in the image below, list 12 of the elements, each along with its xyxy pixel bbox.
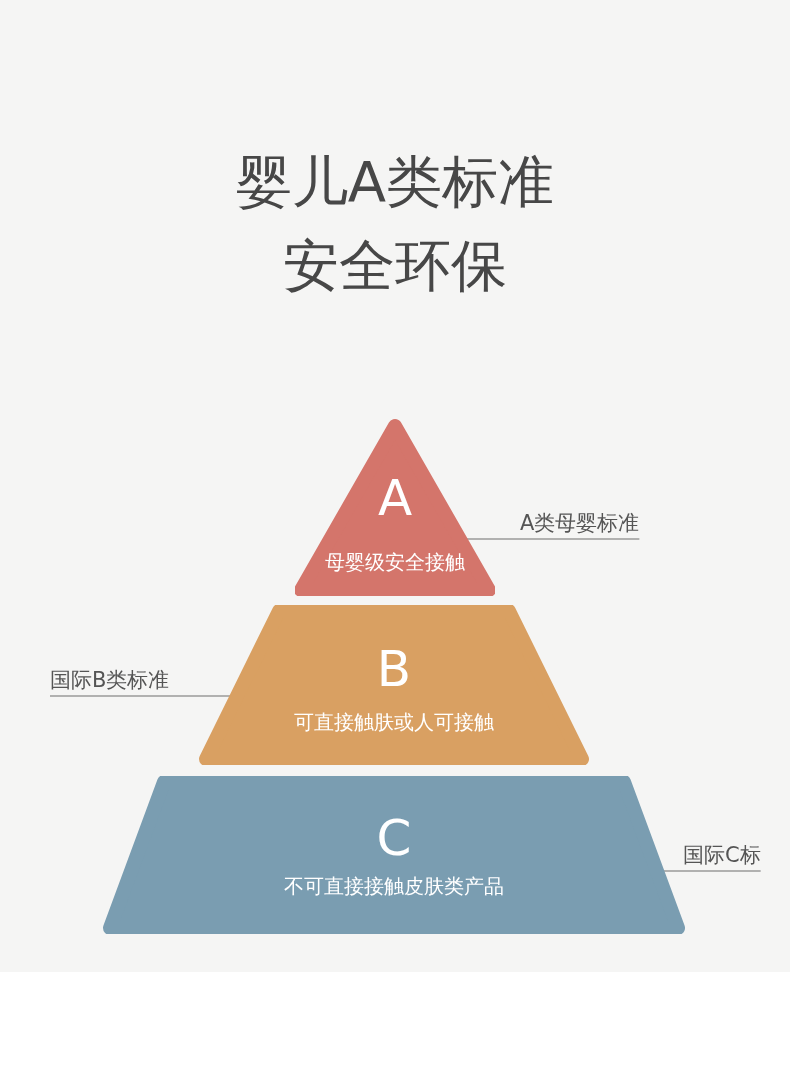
title: 婴儿A类标准安全环保 (234, 148, 556, 300)
pyramid-tier (102, 776, 686, 934)
tier-description: 可直接触肤或人可接触 (293, 710, 495, 734)
tier-description: 母婴级安全接触 (324, 550, 466, 574)
leader-label: 国际B类标准 (50, 666, 170, 694)
tier-letter: A (376, 470, 414, 526)
tier-description: 不可直接接触皮肤类产品 (283, 874, 505, 898)
pyramid-tier (295, 418, 495, 596)
leader-label: 国际C标 (683, 841, 761, 869)
leader-label: A类母婴标准 (520, 509, 640, 537)
tier-letter: C (375, 810, 413, 866)
tier-letter: B (375, 641, 413, 697)
